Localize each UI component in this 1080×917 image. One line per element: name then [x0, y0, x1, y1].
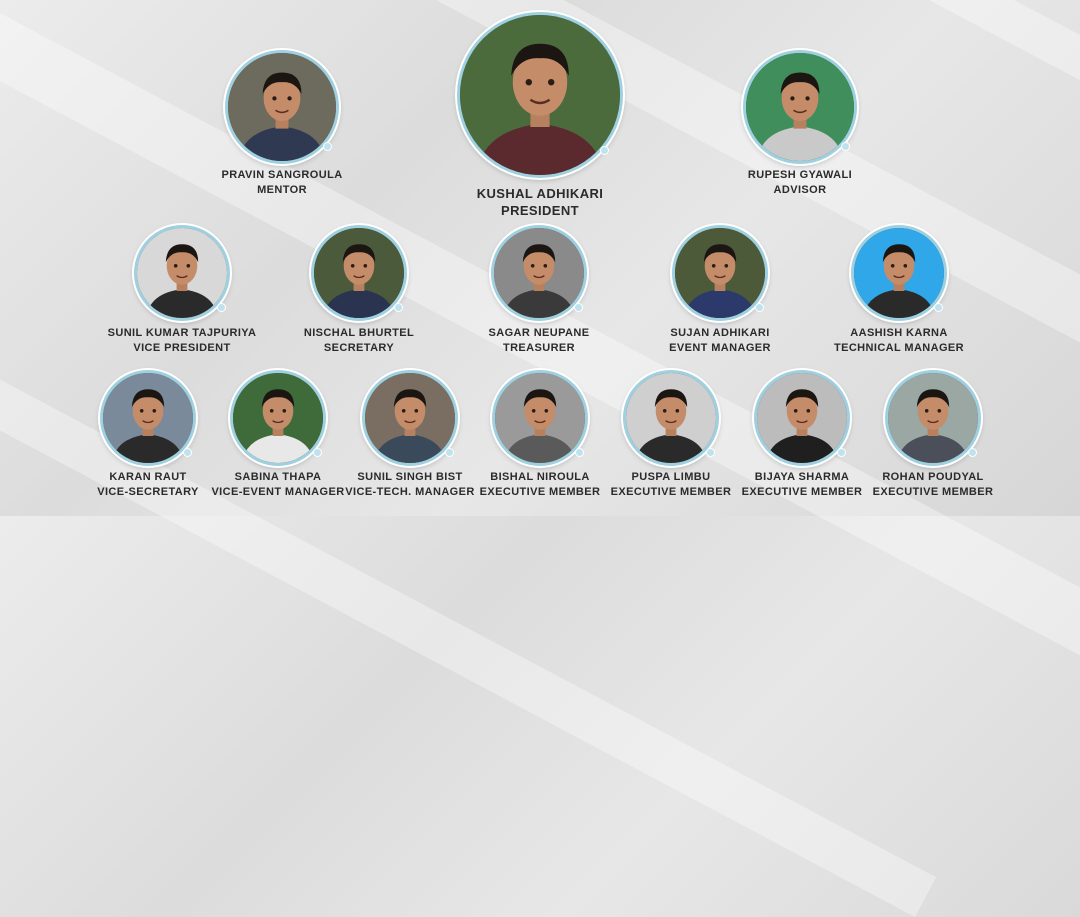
ring-dot: [841, 142, 851, 152]
ring-dot: [444, 447, 454, 457]
avatar: [311, 225, 407, 321]
avatar: [754, 370, 850, 466]
member-name: SAGAR NEUPANE: [488, 327, 590, 339]
ring-dot: [393, 302, 403, 312]
member-role: TREASURER: [502, 342, 576, 354]
member-name: SUNIL SINGH BIST: [357, 471, 463, 483]
member-name: PUSPA LIMBU: [631, 471, 711, 483]
ring-dot: [573, 302, 583, 312]
avatar: [851, 225, 947, 321]
avatar: [623, 370, 719, 466]
member-name: AASHISH KARNA: [850, 327, 948, 339]
member-name: SUNIL KUMAR TAJPURIYA: [107, 327, 257, 339]
member-name: PRAVIN SANGROULA: [221, 169, 343, 181]
member-name: NISCHAL BHURTEL: [303, 327, 415, 339]
avatar: [491, 225, 587, 321]
avatar: [225, 50, 339, 164]
avatar: [672, 225, 768, 321]
ring-dot: [312, 447, 322, 457]
member-role: VICE PRESIDENT: [133, 342, 231, 354]
ring-dot: [754, 302, 764, 312]
ring-dot: [967, 447, 977, 457]
member-name: SUJAN ADHIKARI: [670, 327, 770, 339]
ring-dot: [933, 302, 943, 312]
avatar: [457, 12, 623, 178]
member-name: KUSHAL ADHIKARI: [476, 186, 604, 201]
ring-dot: [182, 447, 192, 457]
member-name: BISHAL NIROULA: [490, 471, 590, 483]
avatar: [743, 50, 857, 164]
member-role: EVENT MANAGER: [669, 342, 771, 354]
avatar: [100, 370, 196, 466]
member-role: VICE-SECRETARY: [97, 486, 199, 498]
ring-dot: [574, 447, 584, 457]
member-role: EXECUTIVE MEMBER: [872, 486, 994, 498]
ring-dot: [323, 142, 333, 152]
avatar: [362, 370, 458, 466]
member-name: RUPESH GYAWALI: [747, 169, 853, 181]
member-name: KARAN RAUT: [109, 471, 187, 483]
ring-dot: [705, 447, 715, 457]
member-name: BIJAYA SHARMA: [754, 471, 850, 483]
member-role: SECRETARY: [323, 342, 395, 354]
member-role: MENTOR: [257, 184, 307, 196]
member-role: VICE-EVENT MANAGER: [211, 486, 345, 498]
avatar: [492, 370, 588, 466]
ring-dot: [216, 302, 226, 312]
member-role: EXECUTIVE MEMBER: [610, 486, 732, 498]
member-role: VICE-TECH. MANAGER: [345, 486, 475, 498]
ring-dot: [599, 146, 609, 156]
member-role: EXECUTIVE MEMBER: [479, 486, 601, 498]
avatar: [885, 370, 981, 466]
member-role: EXECUTIVE MEMBER: [741, 486, 863, 498]
member-name: SABINA THAPA: [234, 471, 322, 483]
member-role: ADVISOR: [773, 184, 827, 196]
member-name: ROHAN POUDYAL: [882, 471, 984, 483]
member-role: PRESIDENT: [500, 203, 580, 218]
ring-dot: [836, 447, 846, 457]
avatar: [230, 370, 326, 466]
avatar: [134, 225, 230, 321]
member-role: TECHNICAL MANAGER: [833, 342, 965, 354]
